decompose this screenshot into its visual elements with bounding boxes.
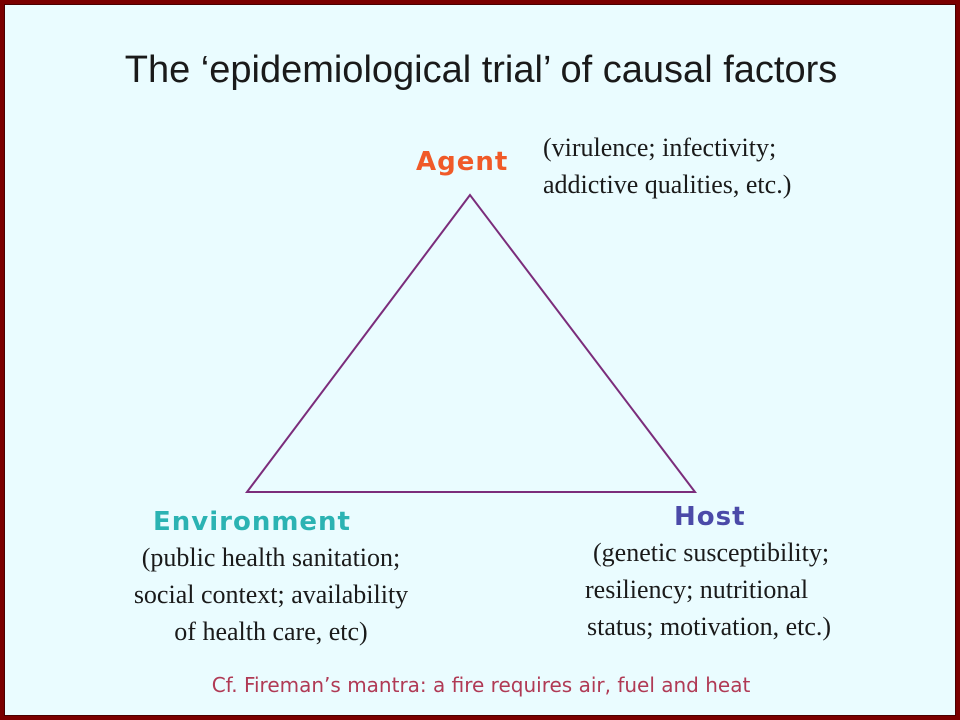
environment-note-line: (public health sanitation; <box>141 543 401 572</box>
agent-note: (virulence; infectivity; addictive quali… <box>543 129 791 203</box>
host-note-line: status; motivation, etc.) <box>587 612 832 641</box>
agent-label: Agent <box>416 147 509 177</box>
environment-note-line: of health care, etc) <box>174 617 368 646</box>
triad-diagram <box>244 193 698 493</box>
host-label: Host <box>674 502 746 532</box>
host-note: (genetic susceptibility; resiliency; nut… <box>585 534 831 645</box>
footer-note: Cf. Fireman’s mantra: a fire requires ai… <box>211 673 751 697</box>
environment-note-line: social context; availability <box>133 580 409 609</box>
slide-title: The ‘epidemiological trial’ of causal fa… <box>124 49 838 91</box>
agent-note-line: (virulence; infectivity; <box>543 133 777 162</box>
slide: The ‘epidemiological trial’ of causal fa… <box>4 4 956 716</box>
environment-label: Environment <box>153 507 351 537</box>
environment-note: (public health sanitation; social contex… <box>101 539 441 650</box>
triad-triangle <box>244 193 698 493</box>
host-note-line: (genetic susceptibility; <box>593 538 830 567</box>
host-note-line: resiliency; nutritional <box>585 575 809 604</box>
agent-note-line: addictive qualities, etc.) <box>543 170 792 199</box>
